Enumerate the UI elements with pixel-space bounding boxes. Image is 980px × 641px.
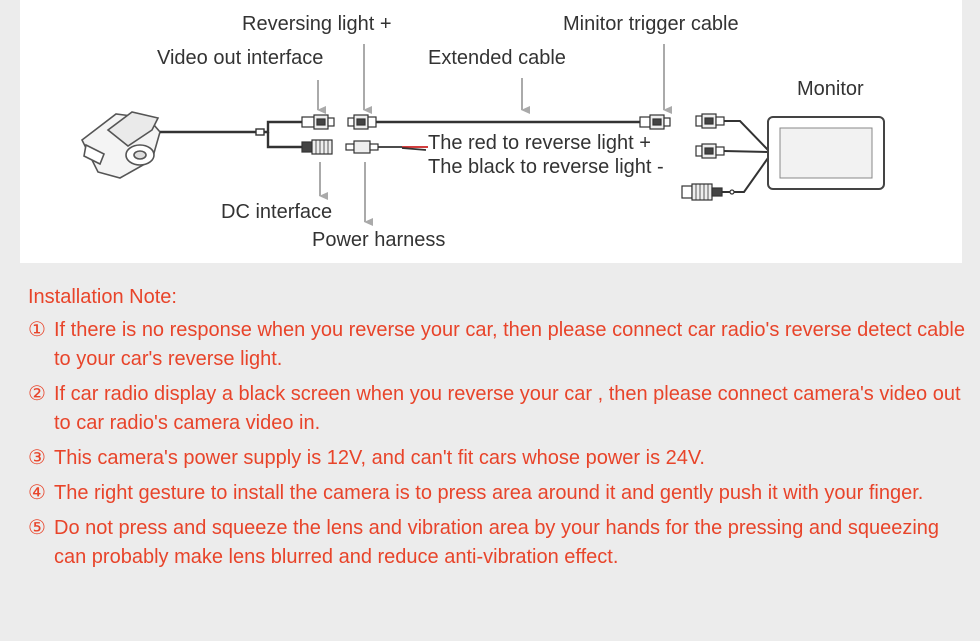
note-number: ④ (28, 482, 46, 504)
power-wires (378, 146, 428, 151)
monitor-cables (722, 120, 769, 195)
dc-connector-icon (301, 139, 333, 155)
monitor-power-connector-icon (681, 183, 723, 201)
note-text: If car radio display a black screen when… (54, 383, 961, 434)
note-text: The right gesture to install the camera … (54, 482, 924, 504)
note-item: ① If there is no response when you rever… (28, 316, 968, 374)
monitor-av-connector-icon (695, 113, 725, 159)
monitor-label: Monitor (797, 78, 864, 100)
power-harness-label: Power harness (312, 229, 446, 251)
note-number: ⑤ (28, 517, 46, 539)
note-number: ① (28, 319, 46, 341)
monitor-trigger-connector-icon (639, 114, 671, 130)
wiring-diagram-graphic (80, 44, 885, 226)
pointer-arrows (317, 44, 672, 226)
black-wire-label: The black to reverse light - (428, 156, 664, 178)
extended-cable-label: Extended cable (428, 47, 566, 69)
camera-cable (160, 120, 302, 149)
installation-notes: Installation Note: ① If there is no resp… (28, 284, 968, 578)
note-item: ④ The right gesture to install the camer… (28, 479, 968, 508)
dc-interface-label: DC interface (221, 201, 333, 223)
note-item: ② If car radio display a black screen wh… (28, 380, 968, 438)
video-extended-connector-icon (347, 114, 377, 130)
video-out-connector-icon (301, 114, 335, 130)
power-harness-connector-icon (345, 140, 379, 154)
note-text: Do not press and squeeze the lens and vi… (54, 517, 940, 568)
camera-icon (80, 111, 161, 179)
video-out-label: Video out interface (157, 47, 324, 69)
note-text: If there is no response when you reverse… (54, 319, 965, 370)
wiring-diagram: Reversing light + Minitor trigger cable … (20, 0, 962, 263)
monitor-icon (767, 116, 885, 190)
notes-title: Installation Note: (28, 286, 177, 308)
note-text: This camera's power supply is 12V, and c… (54, 447, 705, 469)
note-number: ③ (28, 447, 46, 469)
monitor-trigger-label: Minitor trigger cable (563, 13, 739, 35)
note-item: ③ This camera's power supply is 12V, and… (28, 444, 968, 473)
reversing-light-label: Reversing light + (242, 13, 392, 35)
note-number: ② (28, 383, 46, 405)
note-item: ⑤ Do not press and squeeze the lens and … (28, 514, 968, 572)
red-wire-label: The red to reverse light + (428, 132, 651, 154)
